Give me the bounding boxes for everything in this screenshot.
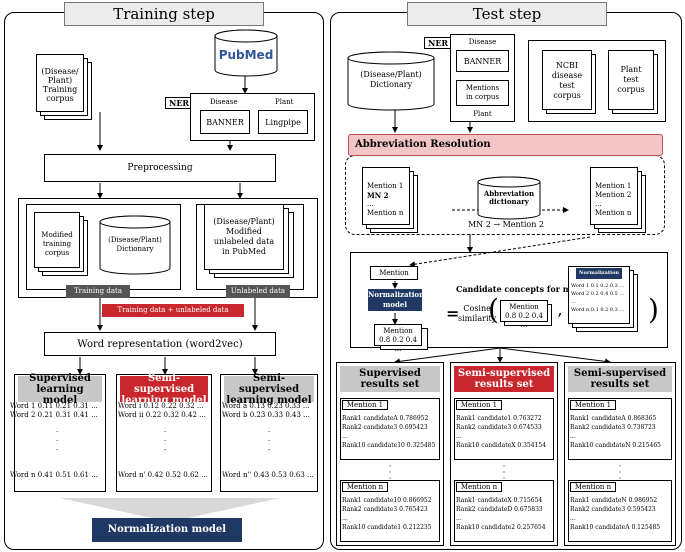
- supervised-model-vectors: Word 1 0.11 0.21 0.31 ... Word 2 0.21 0.…: [10, 402, 110, 480]
- vector-row: Word 2 0.21 0.31 0.41 ...: [10, 411, 98, 419]
- data-group-frame: [18, 198, 318, 298]
- disease-label-test: Disease: [468, 38, 497, 46]
- candidate-concepts-label: Candidate concepts for mention: [456, 284, 600, 294]
- results-1-mentionn-frame: [340, 480, 440, 542]
- arrow-norm-semi2: [499, 347, 611, 365]
- vector-row: Word i 0.12 0.22 0.32 ...: [118, 402, 204, 410]
- disease-label-training: Disease: [210, 98, 238, 106]
- results-set-1: [336, 362, 444, 546]
- test-step-title: Test step: [407, 2, 607, 26]
- training-step-title: Training step: [64, 2, 264, 26]
- open-paren: (: [488, 293, 499, 326]
- results-3-mentionn: Mention n: [570, 482, 616, 492]
- ner-box-test: [450, 34, 515, 122]
- semi-model-1-header: Semi-supervised learning model: [120, 372, 208, 406]
- results-set-3: [564, 362, 676, 546]
- results-2-mentionn-frame: [454, 480, 554, 542]
- results-2-mention1: Mention 1: [456, 400, 502, 410]
- normalization-step-frame: [350, 252, 668, 348]
- semi-model-2-header: Semi-supervised learning model: [224, 373, 314, 406]
- results-1-mention1-frame: [340, 398, 440, 460]
- ner-label-training: NER: [165, 97, 194, 109]
- preprocessing-box: Preprocessing: [44, 154, 276, 182]
- results-1-mention1: Mention 1: [342, 400, 388, 410]
- results-set-1-header: Supervised results set: [340, 366, 440, 392]
- results-3-mention1-frame: [568, 398, 672, 460]
- arrow-mention-dashed: [409, 236, 591, 268]
- dictionary-cylinder-test: [347, 51, 435, 111]
- results-3-mentionn-frame: [568, 480, 672, 542]
- ner-label-test: NER: [424, 37, 453, 49]
- semi-model-1-vectors: Word i 0.12 0.22 0.32 ... Word ii 0.22 0…: [118, 402, 218, 480]
- pubmed-database-icon: [214, 29, 278, 77]
- unlabeled-data-label: Unlabeled data: [226, 285, 290, 298]
- results-2-mention1-frame: [454, 398, 554, 460]
- semi-model-2-vectors: Word a 0.13 0.23 0.33 ... Word b 0.23 0.…: [222, 402, 320, 480]
- combined-data-label: Training data + unlabeled data: [102, 304, 244, 317]
- results-set-2: [450, 362, 558, 546]
- pubmed-logo: PubMed: [218, 48, 274, 62]
- dictionary-label-test: (Disease/Plant)Dictionary: [360, 70, 422, 89]
- results-2-ellipsis: ···: [502, 462, 506, 483]
- dictionary-label-training: (Disease/Plant)Dictionary: [108, 236, 162, 253]
- supervised-model-header: Supervised learning model: [18, 373, 102, 406]
- lingpipe-tool: Lingpipe: [258, 110, 308, 134]
- word-representation-box: Word representation (word2vec): [44, 332, 276, 356]
- vector-row: Word a 0.13 0.23 0.33 ...: [222, 402, 310, 410]
- vector-row: Word n' 0.42 0.52 0.62 ...: [118, 471, 208, 479]
- banner-tool-test: BANNER: [456, 50, 509, 72]
- big-merge-arrow: [60, 498, 280, 522]
- vector-row: Word 1 0.11 0.21 0.31 ...: [10, 402, 98, 410]
- dictionary-cylinder-training: [99, 215, 171, 275]
- close-paren: ): [648, 293, 659, 326]
- normalization-model-box: Normalization model: [92, 518, 242, 542]
- equals-sign: =: [446, 304, 460, 323]
- plant-label-test: Plant: [473, 110, 492, 118]
- norm-model-card-header: Normalization model: [576, 268, 622, 287]
- results-1-ellipsis: ···: [388, 462, 392, 483]
- comma: ,: [558, 304, 563, 318]
- results-3-mention1: Mention 1: [570, 400, 616, 410]
- arrow-norm-sup: [394, 347, 501, 365]
- abbreviation-dictionary-cylinder: [477, 176, 541, 220]
- banner-tool-training: BANNER: [200, 110, 250, 134]
- training-data-label: Training data: [66, 285, 130, 298]
- vector-row: Word n 0.41 0.51 0.61 ...: [10, 471, 98, 479]
- mention-box: Mention: [370, 266, 418, 280]
- abbreviation-mapping: MN 2 → Mention 2: [467, 220, 545, 229]
- results-set-2-header: Semi-supervised results set: [454, 366, 554, 392]
- vector-row: Word n'' 0.43 0.53 0.63 ...: [222, 471, 314, 479]
- vector-row: Word b 0.23 0.33 0.43 ...: [222, 411, 310, 419]
- abbreviation-resolution-header: Abbreviation Resolution: [348, 134, 663, 156]
- results-set-3-header: Semi-supervised results set: [568, 366, 672, 392]
- results-3-ellipsis: ···: [618, 462, 622, 483]
- results-2-mentionn: Mention n: [456, 482, 502, 492]
- vector-row: Word ii 0.22 0.32 0.42 ...: [118, 411, 206, 419]
- plant-label-training: Plant: [275, 98, 294, 106]
- norm-model-card-rows: Word 1 0.1 0.2 0.3 ...Word 2 0.2 0.4 0.5…: [571, 283, 625, 313]
- results-1-mentionn: Mention n: [342, 482, 388, 492]
